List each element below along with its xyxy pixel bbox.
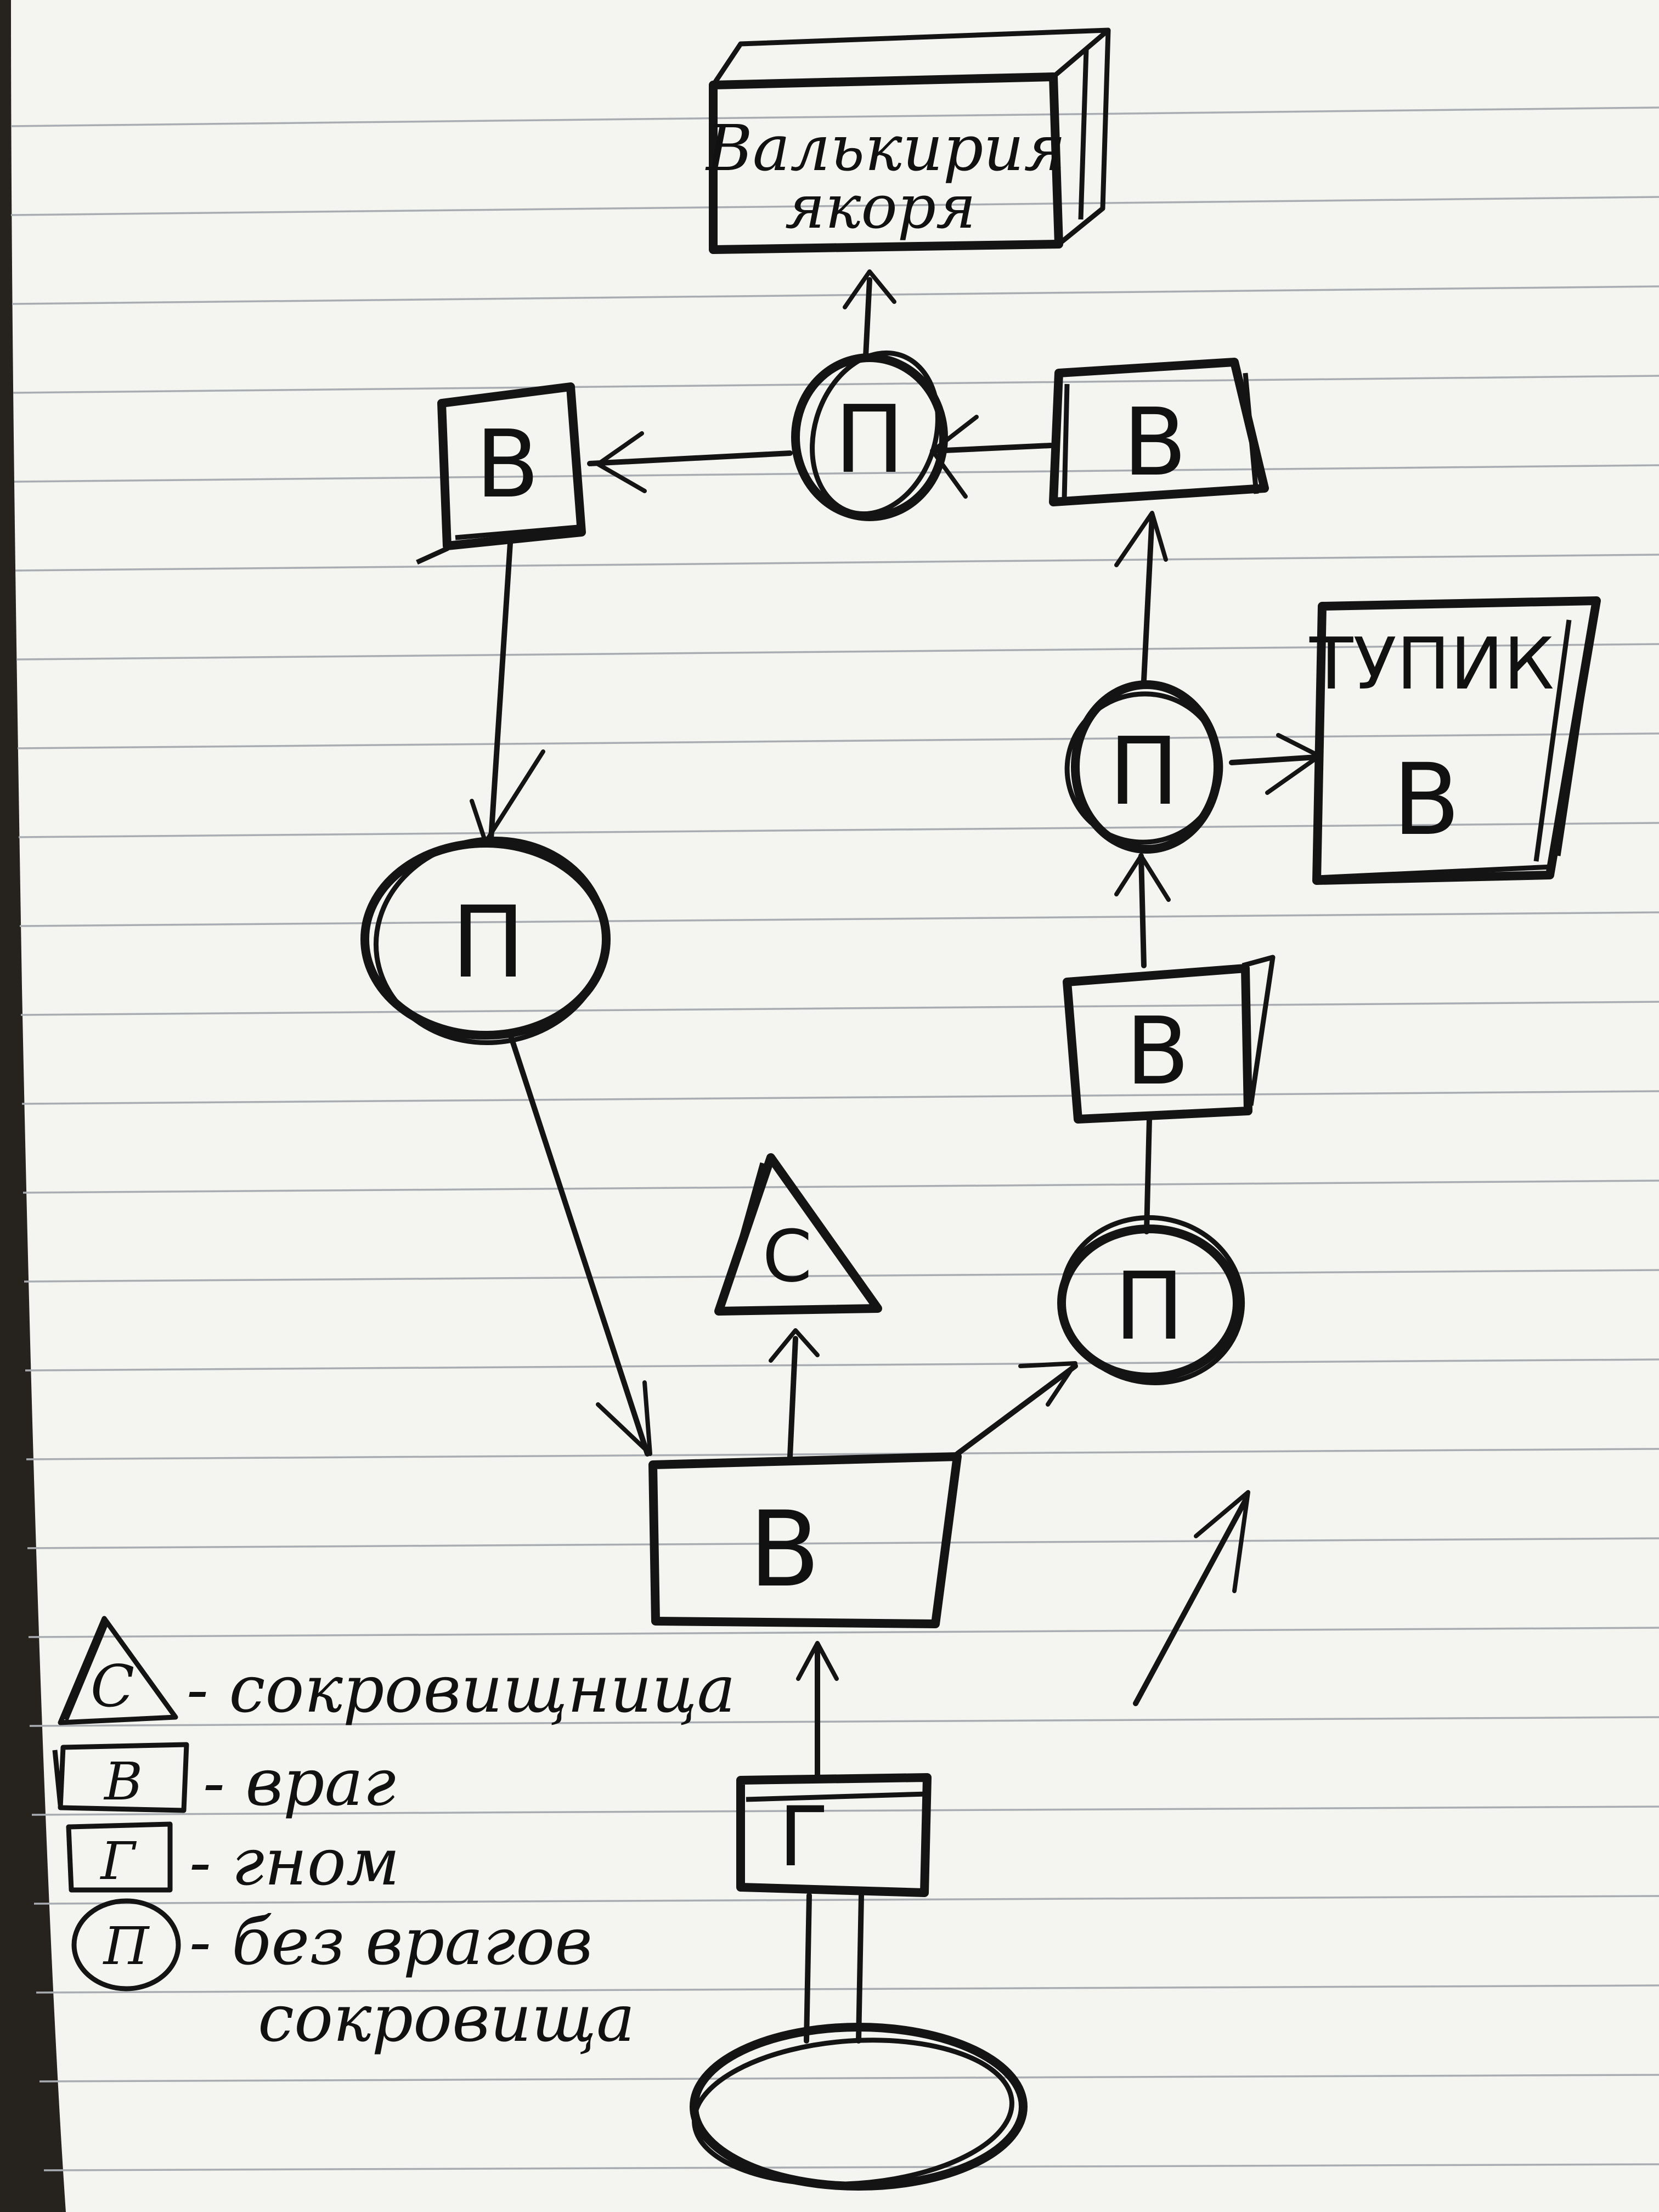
arrowhead [1114,854,1171,902]
legend-text-enemy: - враг [203,1745,396,1820]
edge-center-to-passage-right-lower [955,1363,1078,1457]
edge-passage-left-to-center [507,1031,650,1457]
arrowhead [596,1380,652,1456]
edge-center-to-treasure [787,1336,798,1459]
passage-top-node: П [791,350,948,521]
valkyrie-box: Валькирия якоря [705,27,1111,254]
enemy-center-node: В [648,1452,962,1628]
dead-end-node: ТУПИК В [1309,596,1601,885]
legend-symbol-enemy: В [103,1752,143,1812]
edge-gnome-to-entrance [804,1893,812,2044]
legend-item-enemy: В - враг [52,1742,396,1820]
legend-text-treasure: - сокровищница [187,1651,736,1727]
enemy-top-left-label: В [476,410,540,519]
notebook-page [11,0,1659,2212]
enemy-top-right-node: В [1049,358,1269,506]
legend: С - сокровищница В - враг Г - гном П - б… [52,1616,736,2056]
passage-right-upper-node: П [1064,680,1223,854]
legend-symbol-gnome: Г [100,1831,137,1892]
entrance-node [690,2023,1028,2191]
enemy-top-right-label: В [1123,388,1187,497]
dead-end-enemy-label: В [1392,743,1460,857]
treasure-label: С [763,1215,812,1298]
passage-right-lower-label: П [1114,1252,1184,1361]
treasure-node: С [714,1153,882,1316]
legend-text-passage: - без врагов [189,1904,592,1979]
ruled-lines [10,106,1659,2171]
passage-right-upper-label: П [1109,718,1179,826]
edge-gnome-to-entrance [856,1893,864,2044]
arrowhead [1194,1490,1250,1593]
enemy-center-label: В [749,1489,820,1610]
passage-left-label: П [451,885,525,1000]
arrowhead [1114,511,1168,567]
legend-item-passage: П - без врагов сокровища [71,1898,635,2056]
gnome-node: Г [736,1773,932,1897]
free-arrow [1133,1498,1248,1706]
edge-enemy-mid-to-passage-upper [1138,853,1147,968]
valkyrie-line1: Валькирия [705,112,1065,185]
legend-item-treasure: С - сокровищница [58,1616,736,1727]
arrowhead [596,431,647,493]
edge-enemy-right-to-passage [930,443,1053,454]
arrowhead [769,1328,820,1363]
legend-text-gnome: - гном [189,1824,400,1900]
edge-passage-to-valkyrie [863,277,872,359]
edge-passage-upper-to-dead-end [1229,754,1319,765]
gnome-label: Г [778,1790,828,1885]
legend-item-gnome: Г - гном [66,1821,400,1900]
legend-text-passage-line2: сокровища [258,1980,635,2056]
passage-right-lower-node: П [1057,1215,1245,1385]
passage-top-label: П [834,386,905,494]
legend-symbol-passage: П [103,1916,150,1977]
passage-left-node: П [360,836,611,1046]
enemy-right-mid-node: В [1063,955,1276,1124]
arrowhead [1018,1361,1077,1407]
arrowhead [796,1641,839,1681]
enemy-top-left-node: В [416,382,586,565]
edge-passage-to-enemy-left [587,450,793,466]
edge-passage-upper-to-enemy-top-right [1141,513,1155,683]
valkyrie-line2: якоря [785,172,976,242]
edges [470,269,1322,2044]
legend-symbol-treasure: С [91,1653,134,1720]
dead-end-title: ТУПИК [1309,622,1554,706]
edge-passage-lower-to-enemy-mid [1144,1116,1152,1234]
enemy-right-mid-label: В [1126,997,1190,1106]
arrowhead [843,269,896,309]
edge-enemy-left-to-passage-left [488,540,513,842]
